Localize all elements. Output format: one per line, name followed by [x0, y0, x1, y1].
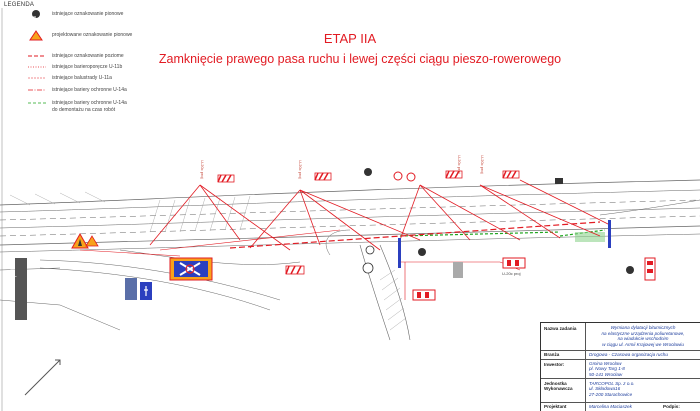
investor-key: Inwestor:: [544, 362, 565, 367]
detour-board: [169, 257, 213, 281]
signature-key: Podpis:: [663, 404, 680, 409]
legend-item-balustrade-u11a: istniejące balustrady U-11a: [52, 75, 112, 81]
sign-label: U-20c proj: [502, 271, 521, 276]
road-arrow: [15, 258, 27, 320]
legend-item-barrier-remove-note: do demontażu na czas robót: [52, 107, 116, 113]
designer-key: Projektant: [544, 404, 567, 409]
existing-sign-icon: [32, 10, 40, 18]
investor-line: Gmina Wrocław: [589, 361, 622, 366]
embankment-hatch: [9, 191, 407, 331]
road-geometry: [0, 179, 700, 341]
title-block-investor-row: Inwestor: Gmina Wrocław pl. Nowy Targ 1-…: [541, 359, 700, 379]
task-line: na wiadukcie wschodnim: [617, 336, 669, 342]
legend-item-barrier-u14a: istniejące bariery ochronne U-14a: [52, 87, 127, 93]
info-boards: [125, 278, 152, 300]
title-block: Nazwa zadania Wymiana dylatacji bitumicz…: [540, 322, 700, 411]
task-line: na elastyczne urządzenia poliuretanowe,: [601, 330, 685, 336]
contractor-key: Jednostka Wykonawcza: [544, 381, 573, 392]
north-arrow: [24, 359, 61, 396]
task-line: Wymiana dylatacji bitumicznych: [610, 325, 676, 330]
designed-barriers: [398, 220, 611, 268]
legend-title: LEGENDA: [4, 2, 35, 8]
branch-value: Drogowa - Czasowa organizacja ruchu: [589, 352, 668, 357]
road-label: Opole: [11, 265, 17, 282]
designed-sign-icon: [29, 30, 43, 41]
title-block-branch-row: Branża Drogowa - Czasowa organizacja ruc…: [541, 350, 700, 360]
title-block-designer-row: Projektant Marcelina Maciaszek Podpis:: [541, 402, 700, 411]
task-line: w ciągu ul. Armii Krajowej we Wrocławiu: [602, 341, 684, 347]
sign-label: U-20c proj: [480, 155, 485, 174]
stage-subtitle: Zamknięcie prawego pasa ruchu i lewej cz…: [158, 52, 562, 66]
contractor-line: ul. Składowa16: [589, 386, 621, 392]
stage-title: ETAP IIA: [323, 31, 377, 46]
investor-line: pl. Nowy Targ 1-8: [589, 366, 625, 372]
branch-key: Branża: [544, 352, 560, 357]
title-block-task-row: Nazwa zadania Wymiana dylatacji bitumicz…: [541, 323, 700, 351]
legend-symbols: [28, 10, 46, 104]
roadworks-sign: [71, 232, 99, 249]
investor-line: 50-141 Wrocław: [589, 371, 623, 377]
legend-item-horizontal-marking: istniejące oznakowanie poziome: [52, 53, 124, 59]
designer-value: Marcelina Maciaszek: [589, 404, 632, 409]
legend-item-existing-sign: istniejące oznakowanie pionowe: [52, 11, 124, 17]
contractor-line: 27-200 Starachowice: [589, 391, 633, 397]
legend-item-designed-sign: projektowane oznakowanie pionowe: [52, 32, 133, 38]
contractor-line: TARCOPOL Sp. z o.o.: [589, 381, 635, 386]
title-block-contractor-row: Jednostka Wykonawcza TARCOPOL Sp. z o.o.…: [541, 378, 700, 403]
existing-signs: [362, 168, 634, 278]
sign-label: U-20c proj: [457, 155, 462, 174]
sign-label: U-20c proj: [200, 160, 205, 179]
closure-boards: [217, 170, 656, 301]
legend-item-guardrail-u11b: istniejące barieroporęcze U-11b: [52, 64, 123, 70]
legend-item-barrier-remove: istniejące bariery ochronne U-14a: [52, 100, 127, 106]
closure-lines: [79, 179, 611, 300]
sign-label: U-20c proj: [298, 160, 303, 179]
task-key: Nazwa zadania: [544, 326, 577, 331]
